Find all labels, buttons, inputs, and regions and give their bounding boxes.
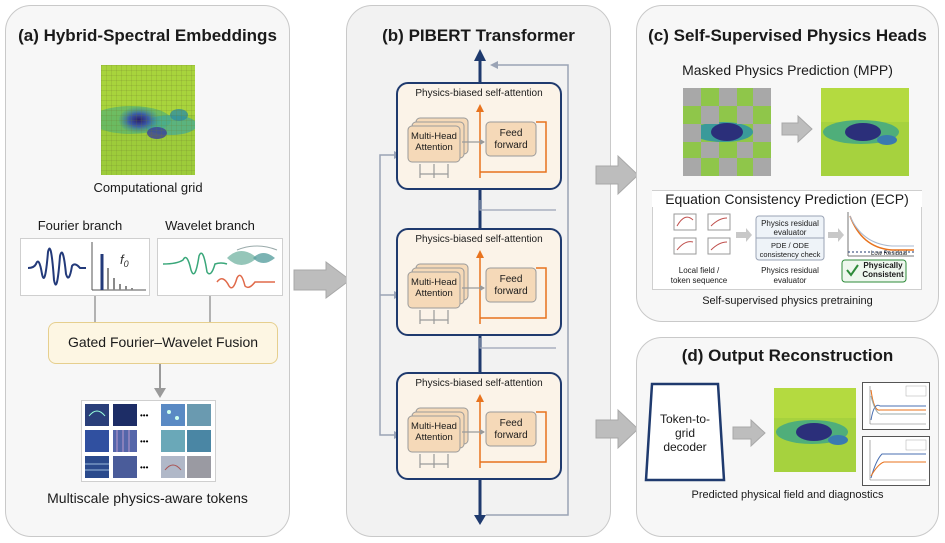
ecp-diagram <box>673 212 914 283</box>
arrow-b-to-d <box>595 408 639 450</box>
fourier-branch-label: Fourier branch <box>37 218 123 233</box>
block-1-header: Physics-biased self-attention <box>415 88 543 99</box>
gated-fusion-label: Gated Fourier–Wavelet Fusion <box>67 334 259 350</box>
svg-text:•••: ••• <box>140 437 149 446</box>
ecp-low-residual-label: Low Residual <box>870 251 908 257</box>
decoder-trapezoid <box>644 382 726 482</box>
block-3-header: Physics-biased self-attention <box>415 378 543 389</box>
svg-text:•••: ••• <box>140 411 149 420</box>
panel-b-title: (b) PIBERT Transformer <box>382 26 575 45</box>
computational-grid-image <box>101 65 195 175</box>
mpp-title: Masked Physics Prediction (MPP) <box>682 62 893 78</box>
wavelet-branch-plot <box>157 238 283 296</box>
output-caption: Predicted physical field and diagnostics <box>691 489 884 501</box>
wavelet-branch-label: Wavelet branch <box>165 218 255 233</box>
mpp-masked-field <box>683 88 771 176</box>
block-2-header: Physics-biased self-attention <box>415 234 543 245</box>
diagnostics-plot-top <box>862 382 930 430</box>
svg-text:•••: ••• <box>140 463 149 472</box>
pretrain-caption: Self-supervised physics pretraining <box>702 295 873 307</box>
predicted-field <box>774 388 856 472</box>
panel-a-title: (a) Hybrid-Spectral Embeddings <box>18 26 277 45</box>
mpp-arrow <box>781 114 813 144</box>
decoder-arrow <box>732 418 766 448</box>
multiscale-tokens-grid: ••• ••• ••• <box>81 400 216 482</box>
arrow-b-to-c <box>595 154 639 196</box>
mpp-reconstructed-field <box>821 88 909 176</box>
multiscale-tokens-caption: Multiscale physics-aware tokens <box>47 490 248 506</box>
computational-grid-caption: Computational grid <box>93 180 203 195</box>
panel-d-title: (d) Output Reconstruction <box>681 346 894 365</box>
branch-connectors <box>94 296 211 398</box>
arrow-a-to-b <box>293 261 351 299</box>
fourier-f0-symbol: f0 <box>120 252 129 269</box>
gated-fusion-box <box>48 322 278 364</box>
diagnostics-plot-bottom <box>862 436 930 486</box>
ecp-local-field-label: Local field /token sequence <box>670 266 728 285</box>
panel-c-title: (c) Self-Supervised Physics Heads <box>648 26 927 45</box>
fourier-branch-plot: f0 <box>20 238 150 296</box>
ecp-title: Equation Consistency Prediction (ECP) <box>652 191 922 207</box>
block-internals <box>407 104 547 469</box>
